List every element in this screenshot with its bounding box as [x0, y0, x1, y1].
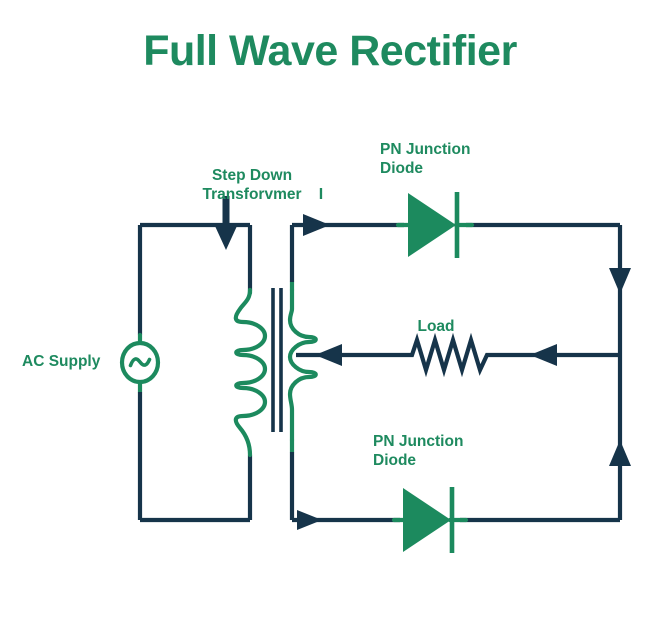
label-step-down-transformer: Step Down Transforvmer	[202, 167, 302, 204]
sine-wave-icon	[128, 357, 152, 368]
diode-top-symbol	[395, 192, 475, 258]
pointer-head	[215, 226, 237, 250]
resistor-zigzag	[405, 332, 500, 378]
current-arrow-markers	[297, 214, 631, 530]
label-current-i: I	[318, 186, 324, 203]
label-pn-junction-diode-top: PN Junction Diode	[380, 141, 471, 178]
left-loop-wires	[137, 222, 253, 523]
diode-bottom-symbol	[391, 487, 469, 553]
primary-winding	[233, 287, 268, 458]
secondary-winding-lower	[287, 354, 318, 443]
label-ac-supply: AC Supply	[22, 353, 101, 370]
transformer-pointer-arrow	[215, 196, 237, 250]
transformer-primary-coil	[233, 287, 268, 458]
label-pn-junction-diode-bottom: PN Junction Diode	[373, 433, 464, 470]
diode-top-triangle	[408, 193, 456, 257]
transformer-secondary-coil	[287, 279, 318, 455]
transformer-core	[271, 288, 283, 432]
arrow-load-left	[315, 344, 342, 366]
ac-supply-symbol	[119, 340, 161, 385]
load-resistor-symbol	[405, 332, 500, 378]
secondary-winding-upper	[287, 287, 318, 360]
arrow-top-wire-right	[303, 214, 330, 236]
arrow-bottom-wire-right	[297, 510, 322, 530]
arrow-right-vert-down	[609, 268, 631, 294]
label-load: Load	[417, 318, 455, 335]
diode-bottom-triangle	[403, 488, 451, 552]
right-loop-wires	[289, 222, 623, 523]
arrow-right-vert-up	[609, 440, 631, 466]
arrow-load-right	[530, 344, 557, 366]
page-title: Full Wave Rectifier	[143, 27, 517, 75]
